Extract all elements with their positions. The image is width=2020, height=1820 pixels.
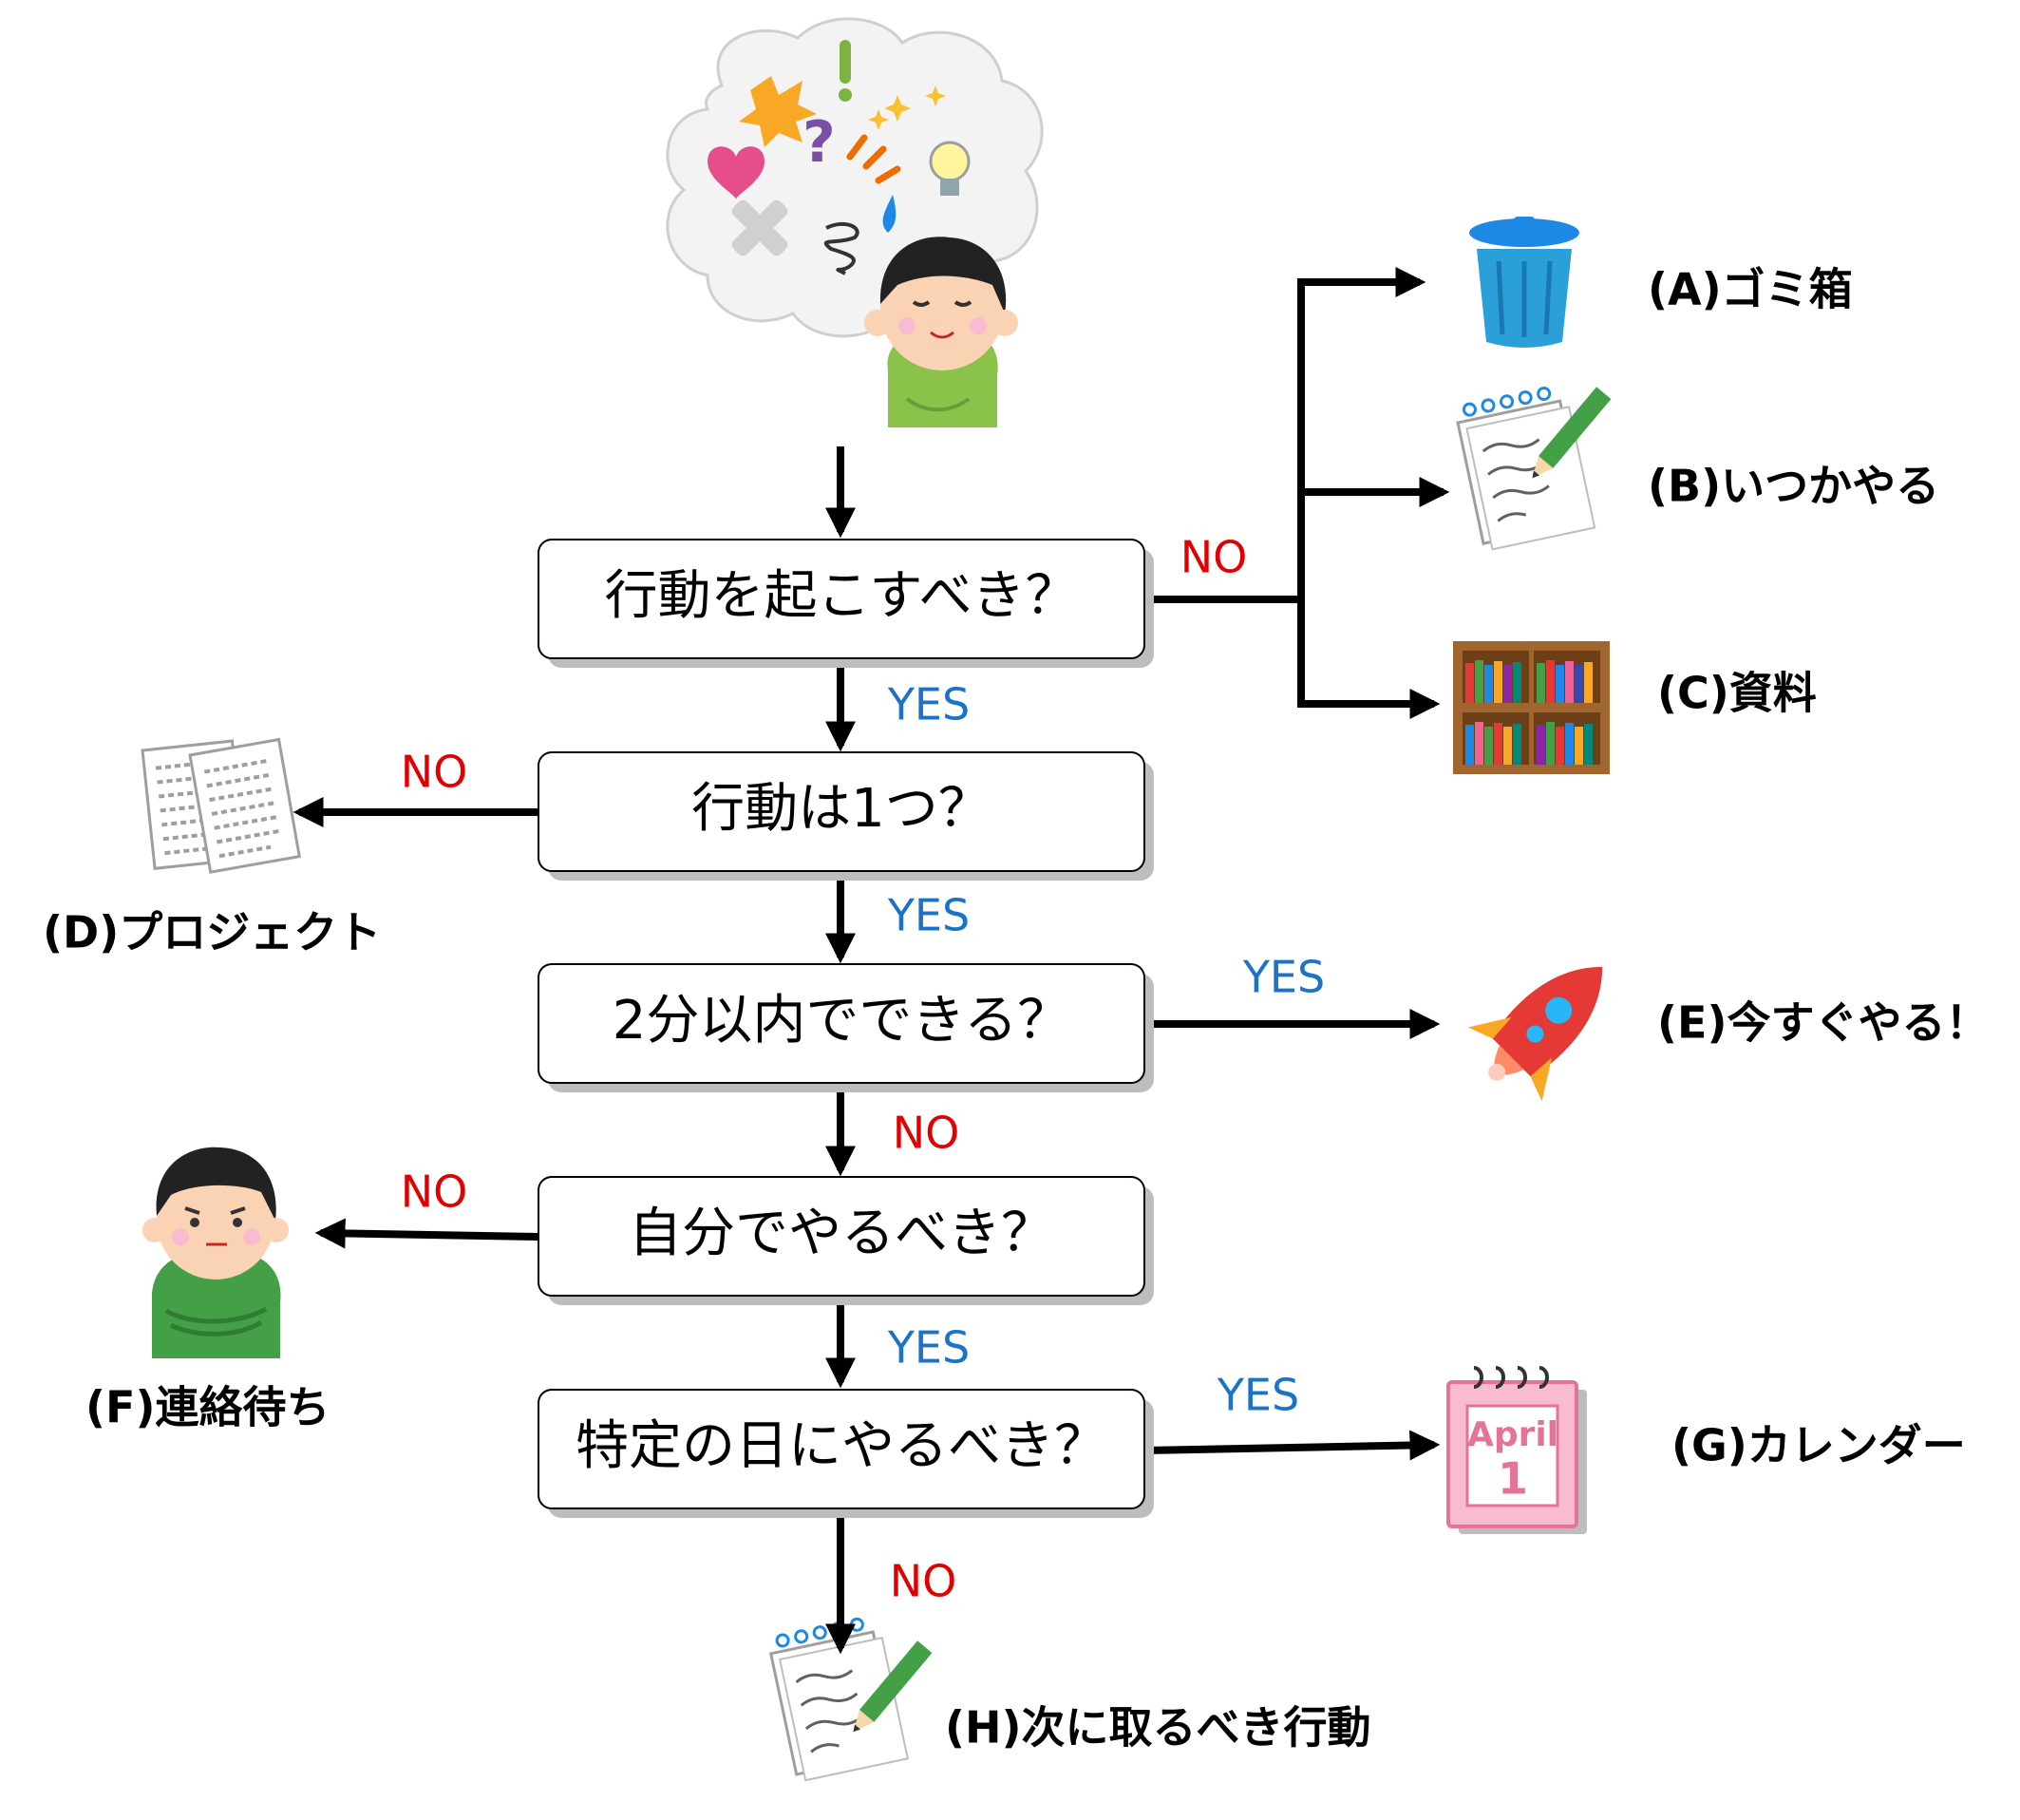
question-text: 自分でやるべき？ [629, 1203, 1054, 1264]
svg-text:?: ? [802, 109, 836, 176]
label-q4-yes: YES [887, 1322, 970, 1374]
notepad-pencil-icon [768, 1617, 933, 1782]
arrow-q5-to-g [1143, 1430, 1441, 1461]
question-box-q3: 2分以内でできる？ [538, 963, 1154, 1092]
thinking-person-icon [864, 237, 1018, 427]
label-q5-no: NO [890, 1556, 957, 1607]
notepad-pencil-icon [1456, 386, 1612, 551]
label-q2-no: NO [401, 747, 468, 798]
outcome-e-label: (E)今すぐやる！ [1657, 997, 1989, 1049]
question-box-q1: 行動を起こすべき？ [538, 539, 1154, 668]
calendar-month: April [1467, 1415, 1558, 1454]
trash-can-icon [1469, 217, 1579, 348]
label-q1-no: NO [1180, 532, 1248, 583]
arrow-q4-to-f [314, 1218, 539, 1249]
label-q3-no: NO [893, 1108, 960, 1159]
waiting-person-icon [142, 1147, 289, 1358]
label-q5-yes: YES [1217, 1370, 1299, 1421]
question-box-q2: 行動は1つ？ [538, 751, 1154, 881]
label-q3-yes: YES [1242, 952, 1325, 1003]
outcome-h-label: (H)次に取るべき行動 [945, 1702, 1371, 1754]
outcome-d-label: (D)プロジェクト [43, 907, 381, 958]
outcome-b-label: (B)いつかやる [1648, 461, 1939, 512]
label-q2-yes: YES [887, 890, 970, 941]
rocket-icon [1467, 966, 1603, 1102]
question-text: 行動を起こすべき？ [605, 565, 1079, 627]
question-text: 2分以内でできる？ [613, 990, 1071, 1052]
question-box-q4: 自分でやるべき？ [538, 1176, 1154, 1305]
outcome-g-label: (G)カレンダー [1671, 1420, 1966, 1471]
label-q1-yes: YES [887, 679, 970, 730]
question-text: 行動は1つ？ [691, 778, 991, 840]
bookshelf-icon [1453, 641, 1610, 774]
outcome-a-label: (A)ゴミ箱 [1648, 264, 1853, 315]
calendar-icon: April 1 [1446, 1366, 1587, 1534]
outcome-c-label: (C)資料 [1657, 668, 1817, 719]
connectors [293, 267, 1450, 1655]
label-q4-no: NO [401, 1166, 468, 1218]
question-text: 特定の日にやるべき？ [576, 1415, 1107, 1477]
outcome-f-label: (F)連絡待ち [85, 1382, 330, 1433]
documents-icon [141, 737, 302, 874]
question-box-q5: 特定の日にやるべき？ [538, 1389, 1154, 1518]
calendar-day: 1 [1498, 1453, 1528, 1505]
